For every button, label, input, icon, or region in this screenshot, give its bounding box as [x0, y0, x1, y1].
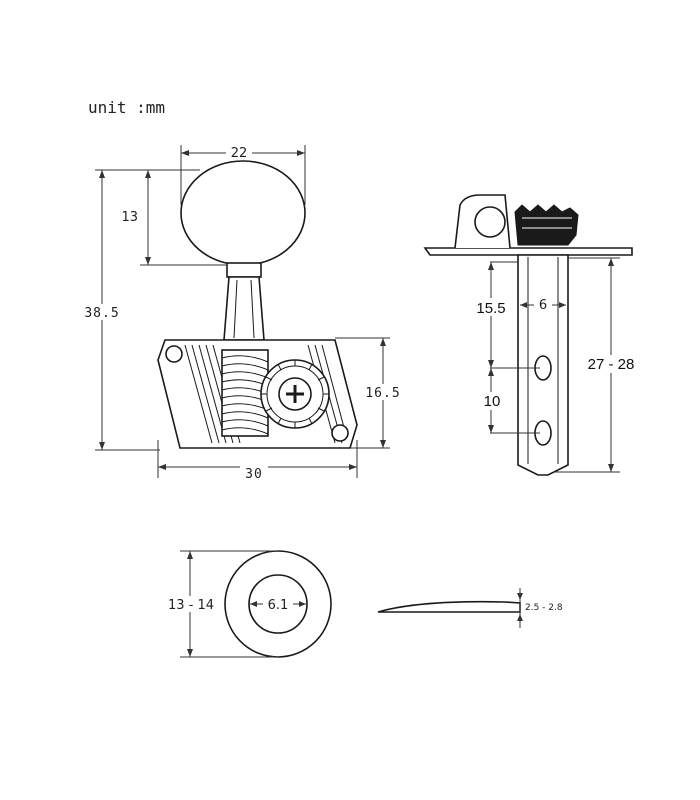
side-worm-end [474, 206, 506, 238]
label-washer-thickness: 2.5 - 2.8 [525, 603, 563, 613]
label-knob-width: 22 [231, 146, 248, 161]
front-view: 22 13 38.5 16.5 [82, 145, 404, 482]
washer-profile [377, 600, 521, 613]
phillips-cross-icon [286, 385, 304, 403]
washer-view: 2.5 - 2.8 [377, 588, 563, 628]
dim-bushing-outer: 13 - 14 [163, 550, 278, 658]
dim-knob-height: 13 [121, 169, 226, 266]
label-bushing-inner: 6.1 [268, 598, 289, 613]
dim-base-height: 16.5 [335, 337, 404, 449]
side-plate [423, 247, 633, 256]
label-base-height: 16.5 [365, 386, 400, 401]
label-post-diameter: 6 [539, 298, 547, 313]
dim-bushing-inner: 6.1 [250, 597, 306, 613]
dim-base-width: 30 [157, 440, 358, 482]
dim-knob-width: 22 [180, 145, 306, 205]
label-hole-spacing: 10 [484, 393, 501, 410]
tuner-shaft [223, 262, 265, 341]
dim-total-height: 38.5 [82, 169, 160, 451]
label-post-to-hole: 15.5 [476, 300, 505, 317]
side-gear-icon [514, 204, 579, 246]
dim-washer-thickness: 2.5 - 2.8 [517, 588, 563, 628]
label-base-width: 30 [245, 467, 263, 482]
dim-hole-spacing: 10 [480, 368, 540, 434]
gear-wheel [260, 359, 330, 429]
mount-hole-bottom [331, 424, 349, 442]
dim-post-to-hole: 15.5 [472, 261, 540, 369]
side-view: 15.5 6 10 27 - 28 [423, 194, 642, 476]
label-total-height: 38.5 [84, 306, 119, 321]
label-bushing-outer: 13 - 14 [168, 598, 214, 613]
mount-hole-top [165, 345, 183, 363]
label-knob-height: 13 [121, 210, 138, 225]
unit-label: unit :mm [88, 98, 165, 117]
dim-post-diameter: 6 [520, 296, 566, 313]
tuner-knob [180, 160, 306, 266]
dim-post-length: 27 - 28 [555, 257, 642, 473]
label-post-length: 27 - 28 [588, 356, 635, 373]
bushing-view: 13 - 14 6.1 [163, 550, 332, 658]
